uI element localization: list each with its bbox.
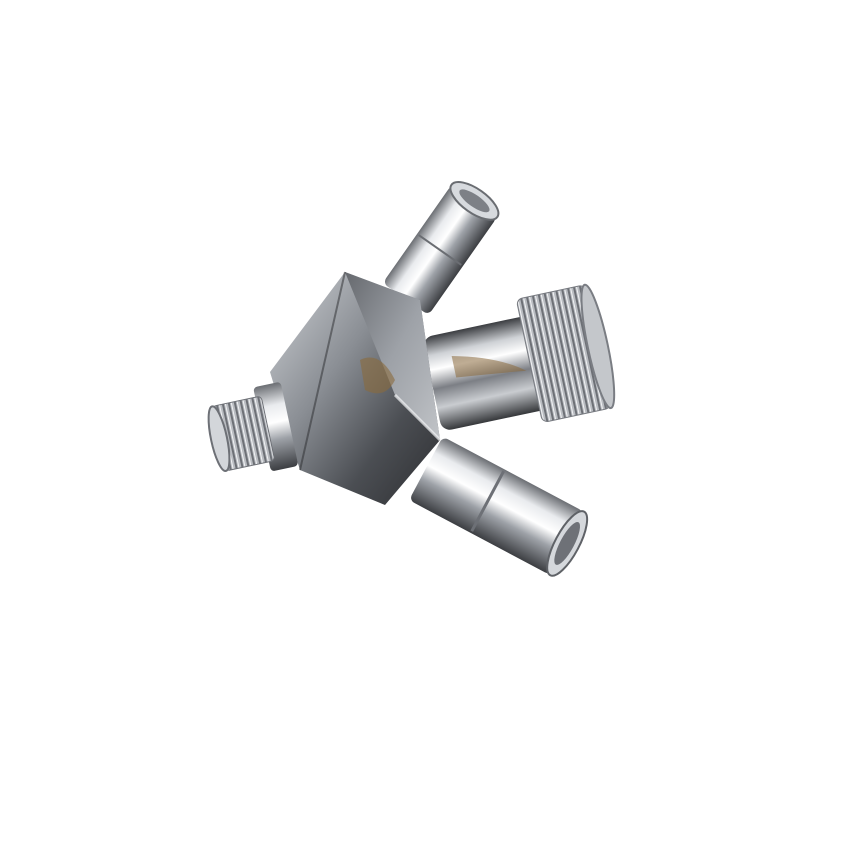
top-spout [385,181,500,313]
bottom-spout [411,438,589,577]
left-threaded-inlet [207,382,298,472]
large-threaded-outlet [424,283,616,430]
fitting-body [270,271,442,505]
